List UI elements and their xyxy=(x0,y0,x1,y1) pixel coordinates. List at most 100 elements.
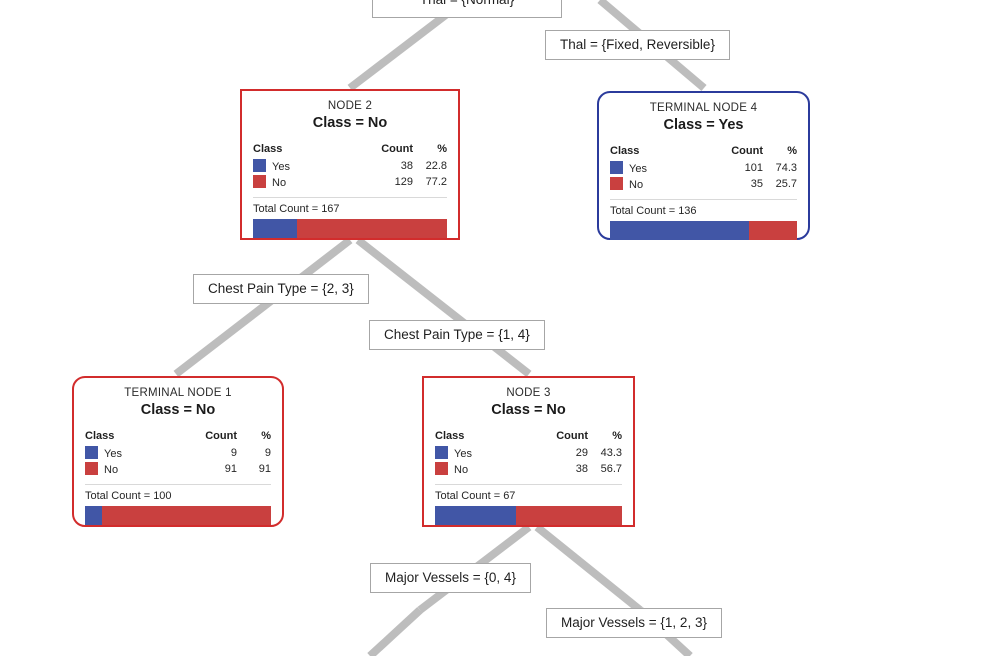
col-class: Class xyxy=(610,145,640,157)
bar-segment-yes xyxy=(610,221,749,240)
row-count: 35 xyxy=(750,178,763,190)
table-header-row: Class Count % xyxy=(435,430,622,445)
row-percent: 9 xyxy=(264,447,271,459)
row-label: No xyxy=(272,177,287,189)
node-node-2[interactable]: NODE 2 Class = No Class Count % Yes 38 2… xyxy=(240,89,460,240)
row-percent: 56.7 xyxy=(600,463,622,475)
node-terminal-node-1[interactable]: TERMINAL NODE 1 Class = No Class Count %… xyxy=(72,376,284,527)
node-total: Total Count = 67 xyxy=(435,484,622,502)
row-percent: 43.3 xyxy=(600,447,622,459)
node-title: NODE 2 xyxy=(327,100,373,112)
node-title: NODE 3 xyxy=(506,387,551,399)
edge-label-thal-fixed-reversible[interactable]: Thal = {Fixed, Reversible} xyxy=(545,30,730,60)
col-count: Count xyxy=(205,430,237,442)
col-percent: % xyxy=(261,430,271,442)
node-stats-table: Class Count % Yes 101 74.3 No 35 xyxy=(610,145,797,192)
row-percent: 74.3 xyxy=(775,162,797,174)
node-class-label: Class = Yes xyxy=(663,117,744,133)
row-label: No xyxy=(104,464,119,476)
table-row: No 129 77.2 xyxy=(253,174,447,190)
bar-segment-no xyxy=(748,221,797,240)
node-class-label: Class = No xyxy=(140,402,216,418)
bar-segment-no xyxy=(101,506,271,525)
row-label: No xyxy=(454,464,469,476)
node-distribution-bar xyxy=(85,506,271,525)
edge-node2-left xyxy=(173,236,353,378)
node-distribution-bar xyxy=(610,221,797,240)
node-root-label: Thal = {Normal} xyxy=(420,0,514,7)
swatch-yes-icon xyxy=(253,159,266,172)
table-row: Yes 29 43.3 xyxy=(435,445,622,461)
table-row: No 35 25.7 xyxy=(610,176,797,192)
row-count: 38 xyxy=(575,463,588,475)
node-distribution-bar xyxy=(253,219,447,238)
row-percent: 77.2 xyxy=(425,176,447,188)
node-stats-table: Class Count % Yes 9 9 No 91 xyxy=(85,430,271,477)
row-count: 101 xyxy=(744,162,763,174)
row-count: 38 xyxy=(400,160,413,172)
table-row: Yes 9 9 xyxy=(85,445,271,461)
table-row: Yes 38 22.8 xyxy=(253,158,447,174)
edge-label-chest-pain-1-4[interactable]: Chest Pain Type = {1, 4} xyxy=(369,320,545,350)
col-class: Class xyxy=(85,430,115,442)
node-node-3[interactable]: NODE 3 Class = No Class Count % Yes 29 4… xyxy=(422,376,635,527)
swatch-yes-icon xyxy=(85,446,98,459)
table-row: No 38 56.7 xyxy=(435,461,622,477)
node-total: Total Count = 100 xyxy=(85,484,271,502)
col-count: Count xyxy=(731,145,763,157)
node-stats-table: Class Count % Yes 29 43.3 No 38 xyxy=(435,430,622,477)
table-row: Yes 101 74.3 xyxy=(610,160,797,176)
node-total-value: 167 xyxy=(321,203,340,215)
col-class: Class xyxy=(253,143,283,155)
node-total-value: 136 xyxy=(678,205,697,217)
col-percent: % xyxy=(787,145,797,157)
node-title: TERMINAL NODE 1 xyxy=(124,387,232,399)
swatch-yes-icon xyxy=(610,161,623,174)
table-header-row: Class Count % xyxy=(610,145,797,160)
row-count: 9 xyxy=(230,447,237,459)
node-root-clipped[interactable]: Thal = {Normal} xyxy=(372,0,562,18)
node-terminal-node-4[interactable]: TERMINAL NODE 4 Class = Yes Class Count … xyxy=(597,91,810,240)
row-count: 129 xyxy=(394,176,413,188)
col-count: Count xyxy=(381,143,413,155)
swatch-no-icon xyxy=(85,462,98,475)
edge-label-chest-pain-2-3[interactable]: Chest Pain Type = {2, 3} xyxy=(193,274,369,304)
node-total-value: 67 xyxy=(503,490,516,502)
swatch-no-icon xyxy=(253,175,266,188)
col-percent: % xyxy=(437,143,447,155)
edge-label-major-vessels-1-2-3[interactable]: Major Vessels = {1, 2, 3} xyxy=(546,608,722,638)
row-label: Yes xyxy=(454,448,472,460)
node-stats-table: Class Count % Yes 38 22.8 No 129 xyxy=(253,143,447,190)
edge-label-major-vessels-0-4[interactable]: Major Vessels = {0, 4} xyxy=(370,563,531,593)
node-total-value: 100 xyxy=(153,490,172,502)
node-total: Total Count = 167 xyxy=(253,197,447,215)
row-count: 29 xyxy=(575,447,588,459)
col-class: Class xyxy=(435,430,465,442)
edge-node3-right xyxy=(534,523,643,614)
row-label: Yes xyxy=(272,161,290,173)
node-title: TERMINAL NODE 4 xyxy=(649,102,758,114)
bar-segment-no xyxy=(297,219,447,238)
row-label: No xyxy=(629,179,644,191)
swatch-yes-icon xyxy=(435,446,448,459)
bar-segment-no xyxy=(515,506,622,525)
row-count: 91 xyxy=(224,463,237,475)
col-count: Count xyxy=(556,430,588,442)
swatch-no-icon xyxy=(435,462,448,475)
row-label: Yes xyxy=(629,163,647,175)
row-percent: 22.8 xyxy=(425,160,447,172)
row-label: Yes xyxy=(104,448,122,460)
table-header-row: Class Count % xyxy=(253,143,447,158)
table-row: No 91 91 xyxy=(85,461,271,477)
node-total: Total Count = 136 xyxy=(610,199,797,217)
swatch-no-icon xyxy=(610,177,623,190)
node-class-label: Class = No xyxy=(491,402,566,418)
bar-segment-yes xyxy=(85,506,102,525)
col-percent: % xyxy=(612,430,622,442)
row-percent: 25.7 xyxy=(775,178,797,190)
edge-root-left xyxy=(347,10,450,92)
bar-segment-yes xyxy=(253,219,298,238)
row-percent: 91 xyxy=(258,463,271,475)
bar-segment-yes xyxy=(435,506,516,525)
